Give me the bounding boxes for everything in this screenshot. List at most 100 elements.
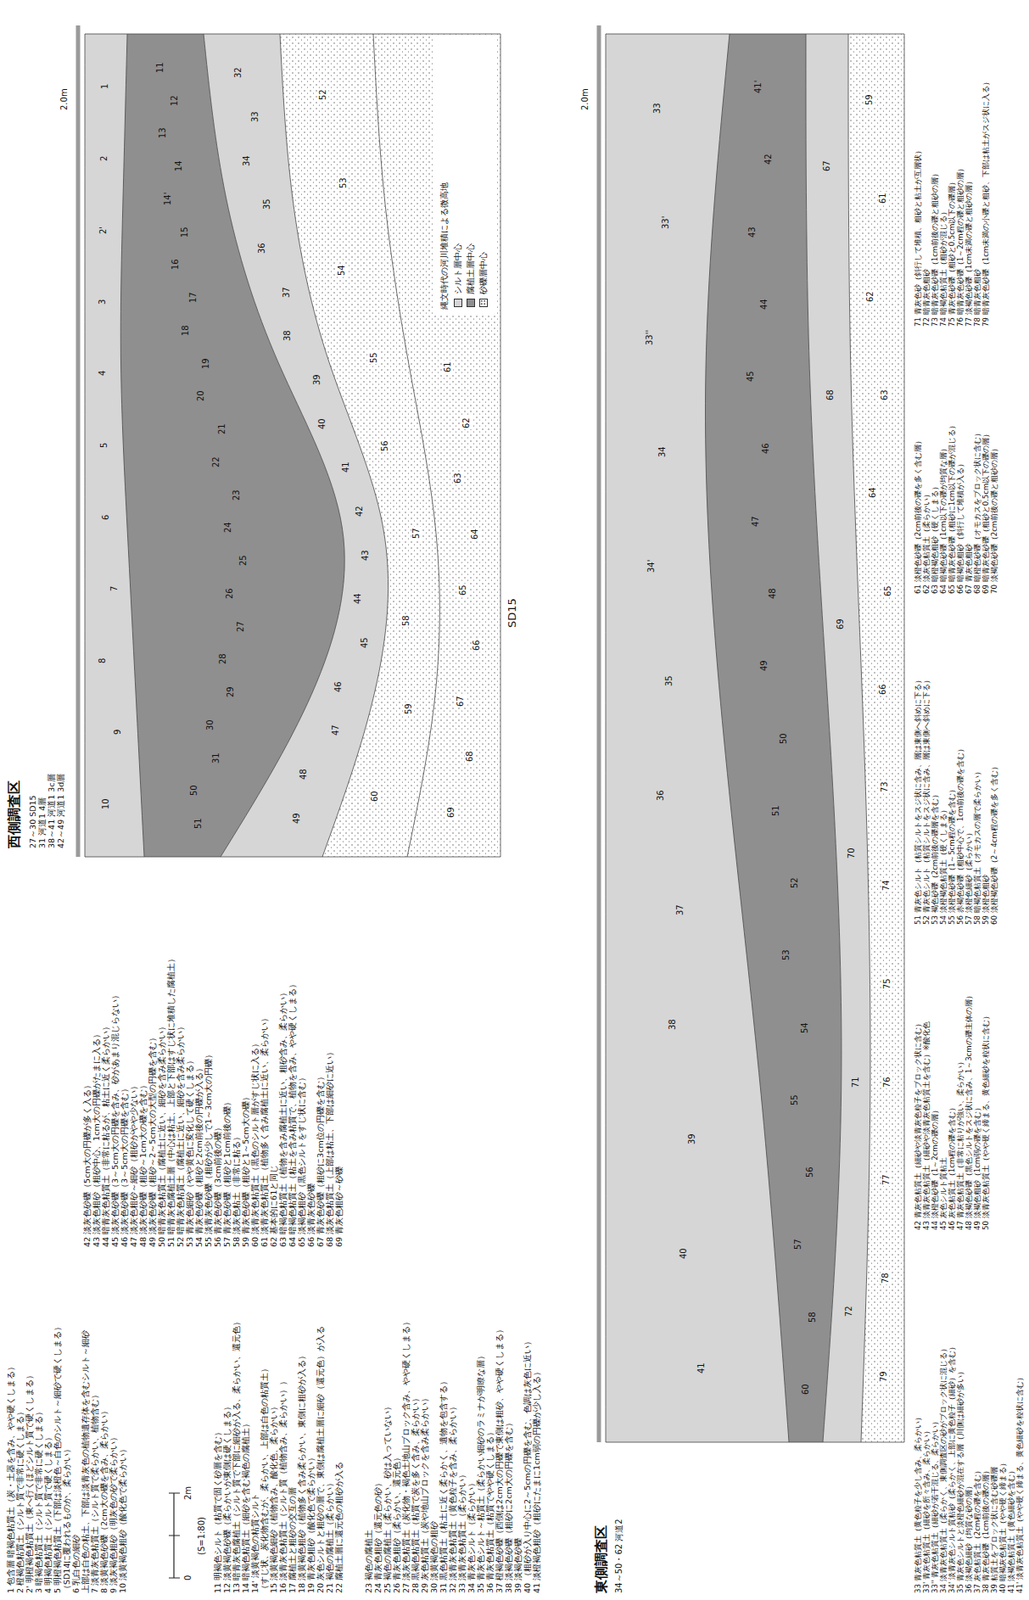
scale-label: (S=1:80) <box>196 1516 207 1555</box>
layer-number: 75 <box>882 977 893 990</box>
layer-number: 28 <box>218 653 229 666</box>
layer-number: 46 <box>760 442 772 456</box>
layer-number: 47 <box>750 514 761 528</box>
layer-note: 59 青灰色砂礫（粗砂と1～5cm大の礫） <box>241 907 252 1248</box>
layer-note: 40 暗褐灰色粘質土（やや硬く締まる） <box>999 1253 1008 1594</box>
layer-number: 43 <box>360 548 371 562</box>
layer-number: 38 <box>667 1017 678 1031</box>
layer-number: 46 <box>333 680 344 694</box>
layer-note: 32 淡青灰色粘質土（黄色粒子を含み、柔らかい） <box>448 1219 459 1594</box>
layer-number: 21 <box>217 422 228 436</box>
layer-number: 55 <box>789 1093 800 1107</box>
scale-bar <box>168 1493 180 1578</box>
stratum-boundary <box>605 33 607 1443</box>
stratum-boundary <box>500 33 502 857</box>
layer-number: 25 <box>238 553 249 567</box>
layer-number: 62 <box>461 416 472 430</box>
layer-number: 45 <box>745 369 756 383</box>
layer-number: 35 <box>262 198 273 212</box>
layer-number: 27 <box>235 620 247 633</box>
layer-note: 18 淡黄褐色粗砂（植物多く含み柔らかい、東側に粗砂が入る） <box>297 1219 308 1594</box>
layer-number: 52 <box>789 876 800 890</box>
layer-note: 45 灰色シルト質粘土 <box>939 941 949 1231</box>
layer-number: 1 <box>100 83 111 90</box>
layer-note: 57 淡橙色細砂（柔らかい） <box>965 610 974 925</box>
layer-number: 62 <box>865 290 876 303</box>
layer-number: 23 <box>231 488 242 502</box>
layer-number: 30 <box>205 718 216 732</box>
layer-number: 60 <box>800 1382 811 1396</box>
layer-number: 57 <box>411 526 422 540</box>
layer-note: 41' 淡青灰色粘質土（やや硬く締まる、黄色細砂を粒状に含む） <box>1016 1253 1025 1594</box>
west-section <box>78 25 501 857</box>
stratum-band <box>848 33 905 1443</box>
layer-note: 42 青灰色粘質土（細砂や淡青灰色粒子をブロック状に含む） <box>914 941 923 1231</box>
layer-note: 14 暗褐色粘質土（細砂を含む褐色の腐植土） <box>241 1219 252 1594</box>
layer-number: 43 <box>747 225 758 239</box>
layer-number: 33 <box>652 101 663 115</box>
layer-note: 60 淡青灰色粘質土（黒色のシルト層がすじ状に入る） <box>251 907 261 1248</box>
east-section <box>598 25 905 1443</box>
layer-note: 34' 淡青灰色シルト質粘砂（柔らかく、上部に黄色粒子（細砂）を含む） <box>948 1253 957 1594</box>
section-key: 31 河道1 4層 <box>38 746 48 849</box>
layer-number: 31 <box>211 751 222 765</box>
layer-note: 39 淡褐色砂礫 <box>514 1219 524 1594</box>
layer-note: 55 淡青灰色砂礫（粗砂が少しで1～3cm大の円礫） <box>204 907 214 1248</box>
layer-number: 22 <box>211 455 222 469</box>
layer-note: 38 青灰色砂礫（1cm前後の礫の層） <box>982 1253 991 1594</box>
layer-note: 19 青灰色粗砂（酸化色で柔らかい） <box>307 1219 317 1594</box>
layer-number: 66 <box>471 638 482 652</box>
layer-note: 34 淡青灰色粘質土（柔らかく、東側調査区の砂がブロック状に混じる） <box>939 1253 949 1594</box>
layer-note: 57 青灰色砂礫（粗砂と1cm前後の礫） <box>223 907 233 1248</box>
scale-label: 2m <box>183 1486 194 1500</box>
layer-number: 34' <box>646 559 657 574</box>
section-edge <box>605 33 905 35</box>
section-title: 東側調査区 <box>593 1525 610 1594</box>
layer-note: 23 褐色の腐植土 <box>364 1219 375 1594</box>
layer-note: 51 暗青灰色腐植土層（中心は粘土、上部と下部はすじ状に堆積した腐植土） <box>167 907 177 1248</box>
layer-number: 10 <box>100 797 112 811</box>
layer-number: 48 <box>767 587 778 600</box>
layer-number: 78 <box>880 1271 891 1285</box>
layer-note: 58 淡灰色粘土（非常に粘る） <box>232 907 242 1248</box>
layer-number: 2 <box>99 154 110 162</box>
layer-note: 38 淡褐色砂礫（粗砂に2cm大の円礫を含む） <box>504 1219 515 1594</box>
layer-note: 67 青灰色砂礫（粗砂に3cm位の円礫を含む） <box>316 907 326 1248</box>
layer-note: 48 淡褐色砂礫（黒色シルトをスジ状に含み、1～3cmの礫主体の層） <box>965 941 974 1231</box>
layer-number: 72 <box>844 1304 855 1318</box>
layer-number: 3 <box>97 298 108 306</box>
layer-number: 57 <box>793 1238 804 1252</box>
layer-number: 33' <box>660 215 672 230</box>
layer-note: 33' 青灰色粘質土（細砂を所々含み、柔らかい） <box>922 1253 932 1594</box>
layer-note: 60 淡橙褐色砂礫（2～4cm程の礫を多く含む） <box>990 610 1000 925</box>
layer-note: 66 淡青灰色砂礫 <box>307 907 317 1248</box>
layer-number: 18 <box>180 324 191 337</box>
layer-note: 72 暗青灰色粗砂 <box>922 29 932 327</box>
scale-tick <box>168 1577 180 1579</box>
layer-number: 59 <box>403 702 414 716</box>
layer-number: 70 <box>846 846 857 860</box>
layer-number: 67 <box>455 694 466 708</box>
layer-note: 47 青灰色粘質土（非常に粘りが強い、柔らかい） <box>956 941 966 1231</box>
layer-note: 8 淡黄褐色砂礫（2cm大の礫を含み、柔らかい） <box>100 1253 110 1594</box>
stratum-boundary <box>120 33 145 857</box>
layer-number: 79 <box>878 1370 890 1383</box>
layer-note: 68 淡灰色粘質土（上部は粘土、下部は細砂に近い） <box>325 907 336 1248</box>
layer-note: 15 淡黄褐色細砂（植物含み、酸化色、柔らかい） <box>269 1219 280 1594</box>
section-key: 27～30 SD15 <box>28 746 39 849</box>
layer-number: 44 <box>352 592 364 606</box>
layer-number: 49 <box>759 659 770 673</box>
layer-number: 58 <box>807 1310 818 1324</box>
layer-note: 55 淡橙色砂礫（1～5cm程の礫を含む） <box>948 610 957 925</box>
layer-number: 51 <box>771 804 782 817</box>
layer-number: 40 <box>678 1247 689 1260</box>
layer-note: 41 淡橙褐色粗砂（粗砂にたまに1cm弱の円礫が少し入る） <box>532 1219 543 1594</box>
layer-number: 50 <box>778 732 789 745</box>
layer-number: 63 <box>879 388 890 402</box>
layer-number: 24 <box>223 521 234 535</box>
layer-note: 37 橙褐色砂礫（西側は2cm大の円礫で東側は粗砂、やや硬くしまる） <box>495 1219 505 1594</box>
legend-ground <box>434 35 498 316</box>
layer-number: 37 <box>675 903 686 917</box>
layer-note: 49 淡褐色粗砂（1cm弱の礫を含む） <box>973 941 983 1231</box>
